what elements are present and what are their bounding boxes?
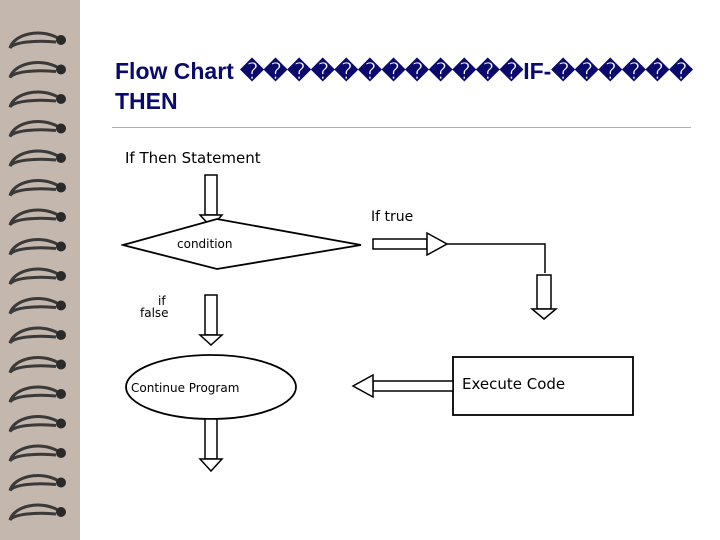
title-divider	[112, 127, 691, 128]
condition-diamond	[123, 219, 361, 269]
spiral-hole	[56, 242, 66, 252]
slide-title: Flow Chart ������������IF-������	[115, 56, 715, 86]
spiral-hole	[56, 65, 66, 75]
spiral-hole	[56, 153, 66, 163]
continue-program-label: Continue Program	[131, 381, 239, 395]
spiral-hole	[56, 271, 66, 281]
spiral-hole	[56, 448, 66, 458]
arrow-out-continue	[200, 419, 222, 471]
spiral-hole	[56, 212, 66, 222]
flowchart-diagram: If Then Statement condition If true if f…	[121, 135, 636, 508]
spiral-hole	[56, 507, 66, 517]
arrow-to-continue	[353, 375, 453, 397]
arrow-if-false	[200, 295, 222, 345]
spiral-hole	[56, 360, 66, 370]
arrow-if-true	[373, 233, 447, 255]
spiral-hole	[56, 389, 66, 399]
spiral-hole	[56, 330, 66, 340]
spiral-binding	[0, 0, 80, 540]
slide-title-line2: THEN	[115, 86, 178, 116]
spiral-hole	[56, 124, 66, 134]
true-connector-line	[447, 244, 545, 273]
spiral-hole	[56, 478, 66, 488]
if-true-label: If true	[371, 209, 413, 225]
spiral-hole	[56, 183, 66, 193]
spiral-hole	[56, 301, 66, 311]
arrow-into-process	[532, 275, 556, 319]
spiral-hole	[56, 419, 66, 429]
diagram-heading: If Then Statement	[125, 149, 261, 167]
if-false-label-2: false	[140, 306, 169, 320]
condition-label: condition	[177, 237, 232, 251]
spiral-hole	[56, 94, 66, 104]
execute-code-label: Execute Code	[462, 375, 565, 393]
spiral-hole	[56, 35, 66, 45]
